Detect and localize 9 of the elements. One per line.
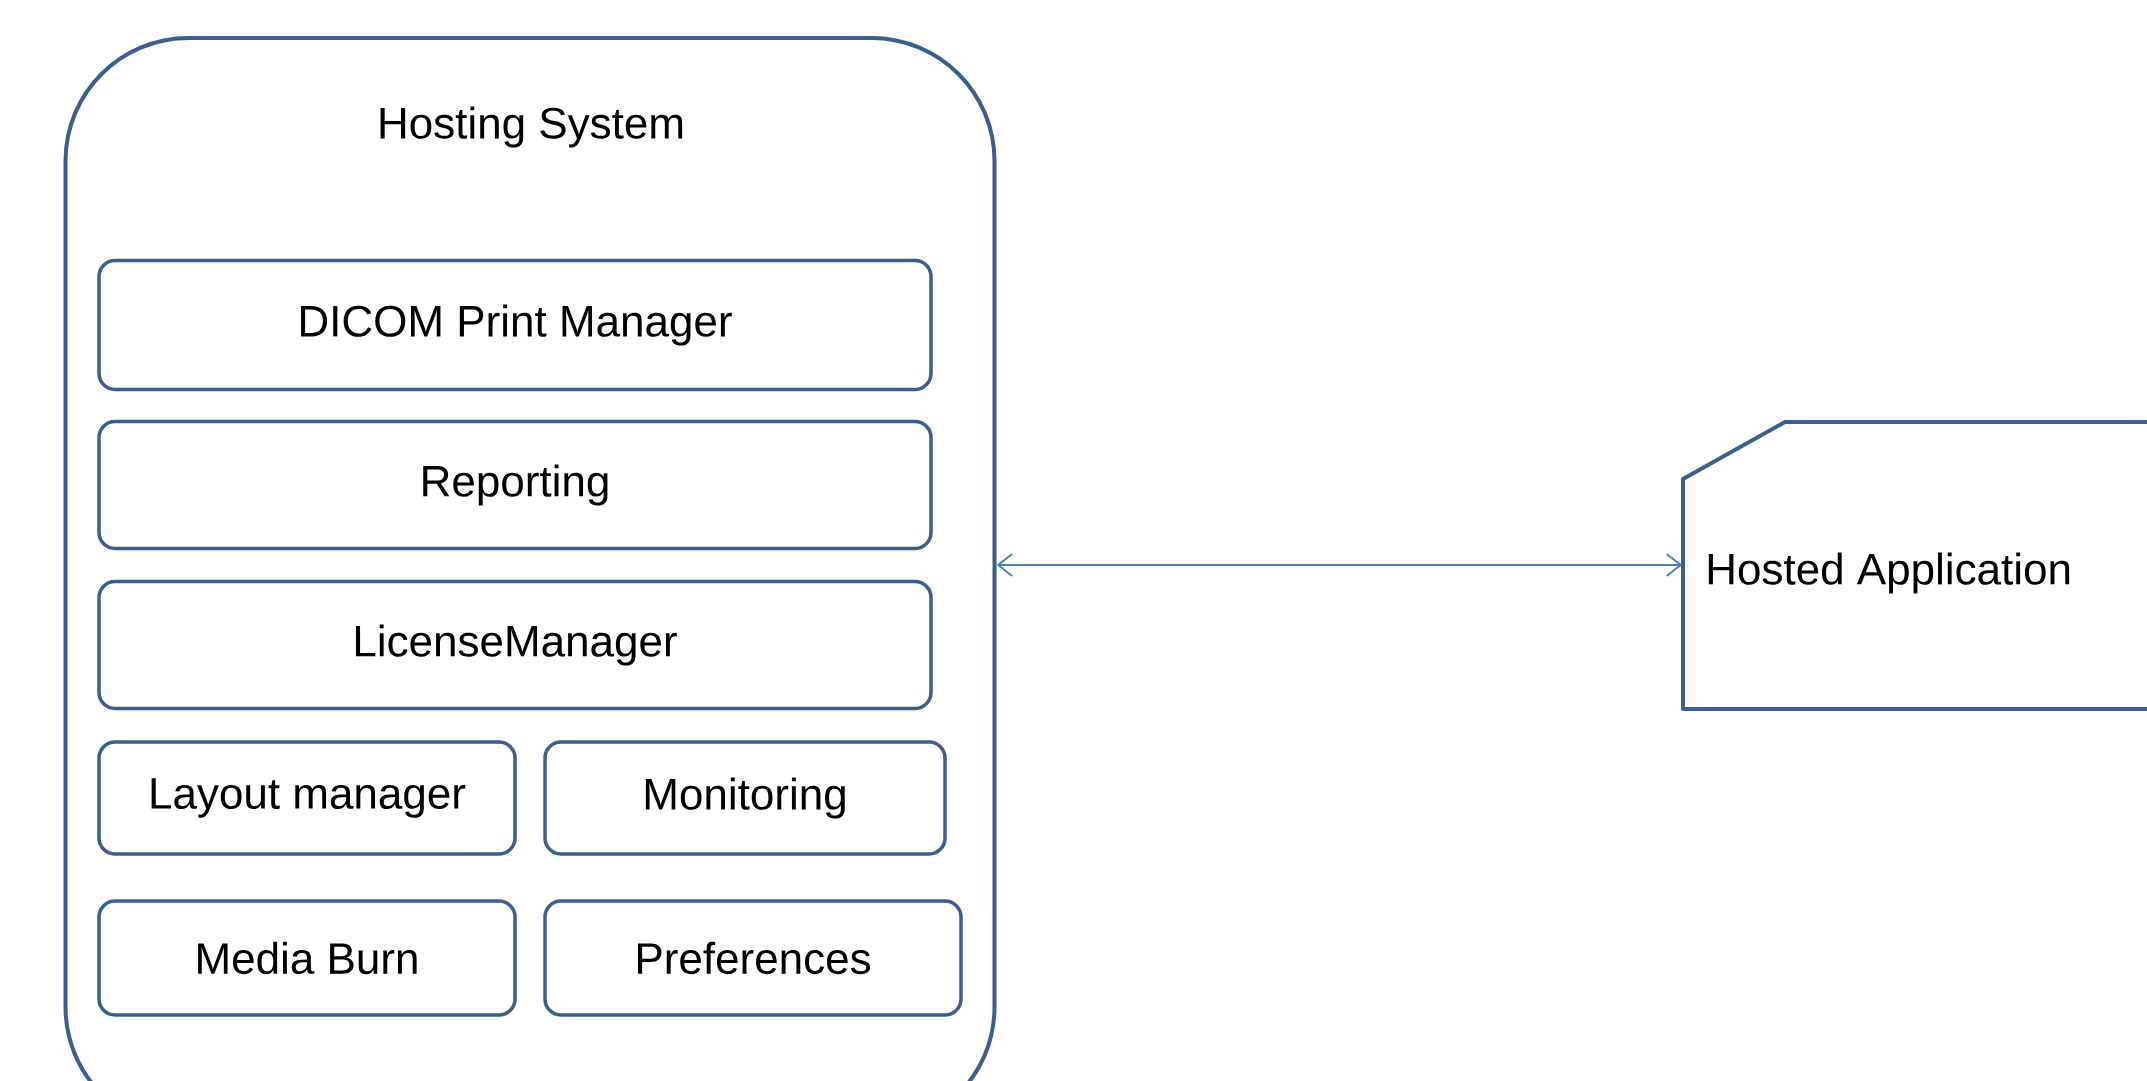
- component-box: Preferences: [543, 899, 963, 1017]
- component-box: DICOM Print Manager: [97, 258, 933, 392]
- component-box: Monitoring: [543, 740, 947, 856]
- component-box: LicenseManager: [97, 579, 933, 711]
- arrow: [996, 553, 1683, 577]
- application-box: Hosted Application: [1681, 420, 2147, 711]
- component-box: Media Burn: [97, 899, 517, 1017]
- component-box: Reporting: [97, 419, 933, 551]
- component-box: Layout manager: [97, 740, 517, 856]
